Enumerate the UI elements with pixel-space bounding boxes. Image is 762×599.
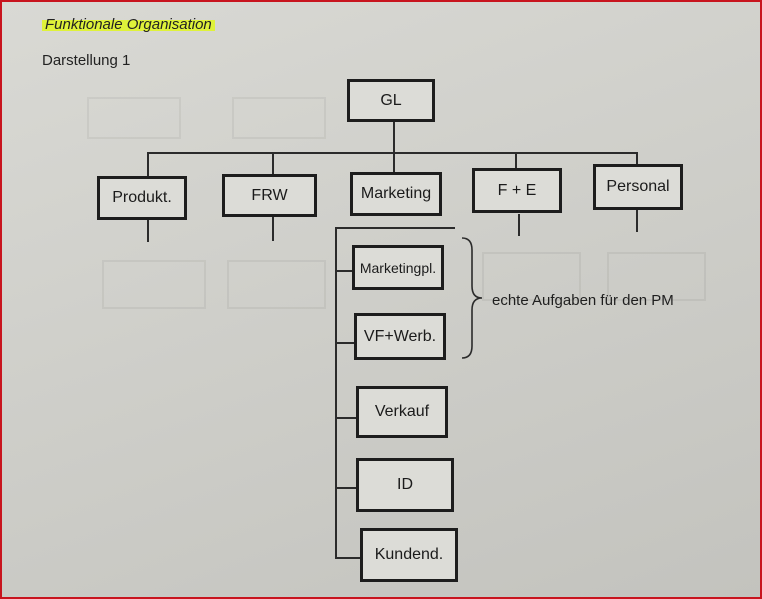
bleed-through-shape bbox=[102, 260, 206, 309]
department-stub bbox=[272, 217, 274, 241]
sub-unit-connector bbox=[335, 487, 357, 489]
bleed-through-shape bbox=[482, 252, 581, 301]
sub-unit-connector bbox=[335, 270, 353, 272]
curly-brace-icon bbox=[461, 237, 483, 359]
bleed-through-shape bbox=[87, 97, 181, 139]
department-stub bbox=[518, 214, 520, 236]
sub-unit-box-marketingplanung: Marketingpl. bbox=[352, 245, 444, 290]
sub-unit-connector bbox=[335, 557, 361, 559]
sub-unit-box-vf-werbung: VF+Werb. bbox=[354, 313, 446, 360]
marketing-spine-line bbox=[335, 227, 337, 557]
sub-unit-box-verkauf: Verkauf bbox=[356, 386, 448, 438]
department-stub bbox=[636, 210, 638, 232]
bleed-through-shape bbox=[607, 252, 706, 301]
diagram-caption: Darstellung 1 bbox=[42, 52, 131, 69]
root-connector bbox=[393, 122, 395, 178]
marketing-connector bbox=[335, 227, 455, 229]
sub-unit-box-kundendienst: Kundend. bbox=[360, 528, 458, 582]
bleed-through-shape bbox=[232, 97, 326, 139]
sub-unit-box-id: ID bbox=[356, 458, 454, 512]
department-stub bbox=[147, 220, 149, 242]
department-box-personal: Personal bbox=[593, 164, 683, 210]
department-box-marketing: Marketing bbox=[350, 172, 442, 216]
department-box-f-und-e: F + E bbox=[472, 168, 562, 213]
department-bus-line bbox=[147, 152, 638, 154]
sub-unit-connector bbox=[335, 342, 355, 344]
brace-annotation: echte Aufgaben für den PM bbox=[492, 292, 674, 309]
department-connector bbox=[147, 152, 149, 178]
department-box-produkt: Produkt. bbox=[97, 176, 187, 220]
sub-unit-connector bbox=[335, 417, 357, 419]
department-connector bbox=[272, 152, 274, 176]
department-connector bbox=[636, 152, 638, 166]
bleed-through-shape bbox=[227, 260, 326, 309]
department-connector bbox=[515, 152, 517, 170]
department-box-frw: FRW bbox=[222, 174, 317, 217]
root-box-gl: GL bbox=[347, 79, 435, 122]
page-title: Funktionale Organisation bbox=[42, 16, 215, 33]
